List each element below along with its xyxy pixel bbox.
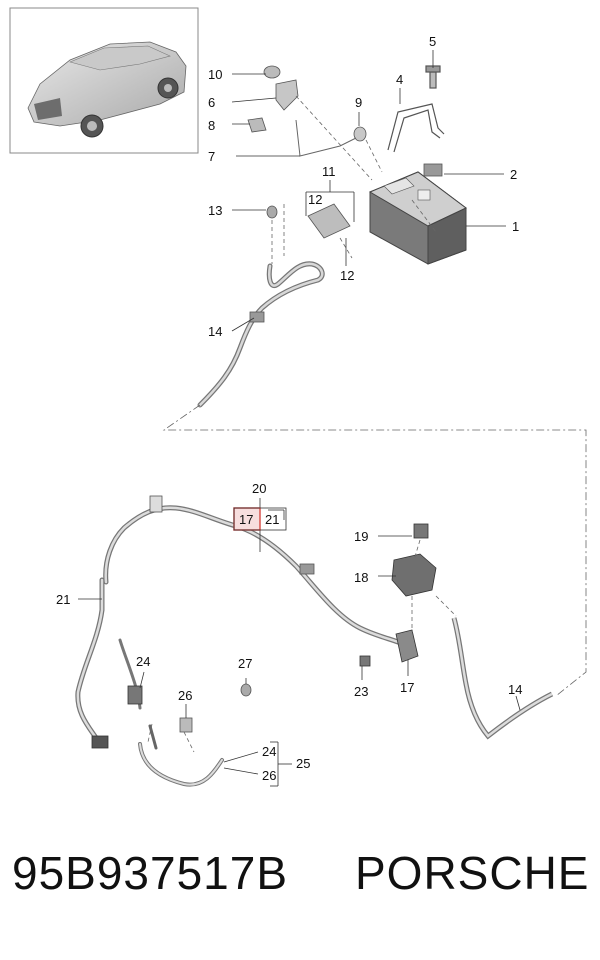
callout-19: 19	[354, 529, 368, 544]
dashed-leaders-lower	[147, 539, 457, 753]
callout-21-left: 21	[56, 592, 70, 607]
callout-2: 2	[510, 167, 517, 182]
callout-17-lower: 17	[400, 680, 414, 695]
callout-17-highlighted: 17	[239, 512, 253, 527]
vehicle-thumbnail	[9, 7, 199, 154]
callout-13: 13	[208, 203, 222, 218]
callout-12-bottom: 12	[340, 268, 354, 283]
callout-7: 7	[208, 149, 215, 164]
callout-24-left: 24	[136, 654, 150, 669]
callout-26-top: 26	[178, 688, 192, 703]
battery-strap	[387, 65, 445, 153]
upper-battery-cable	[197, 261, 325, 408]
callout-1: 1	[512, 219, 519, 234]
part-number: 95B937517B	[12, 847, 289, 899]
callout-21-top: 21	[265, 512, 279, 527]
small-parts-top	[247, 65, 443, 239]
dashed-leaders-upper	[271, 95, 437, 264]
callout-10: 10	[208, 67, 222, 82]
callout-26-bottom: 26	[262, 768, 276, 783]
lower-right-components	[391, 523, 554, 740]
callout-9: 9	[355, 95, 362, 110]
callout-24-right: 24	[262, 744, 276, 759]
callout-23: 23	[354, 684, 368, 699]
callout-5: 5	[429, 34, 436, 49]
battery	[368, 171, 467, 265]
dashdot-connection	[162, 404, 587, 697]
callout-12-top: 12	[308, 192, 322, 207]
callout-14-lower: 14	[508, 682, 522, 697]
callout-leaders	[78, 50, 521, 787]
callout-11: 11	[322, 164, 336, 179]
callout-labels: 1 2 4 5 6 7 8 9 10 11 12 12 13 14 20 17 …	[56, 34, 522, 783]
brand-name: PORSCHE	[355, 847, 590, 899]
callout-6: 6	[208, 95, 215, 110]
callout-4: 4	[396, 72, 403, 87]
callout-18: 18	[354, 570, 368, 585]
callout-27: 27	[238, 656, 252, 671]
group-box-17-21	[233, 507, 287, 531]
callout-8: 8	[208, 118, 215, 133]
callout-20: 20	[252, 481, 266, 496]
callout-14-upper: 14	[208, 324, 222, 339]
callout-25: 25	[296, 756, 310, 771]
